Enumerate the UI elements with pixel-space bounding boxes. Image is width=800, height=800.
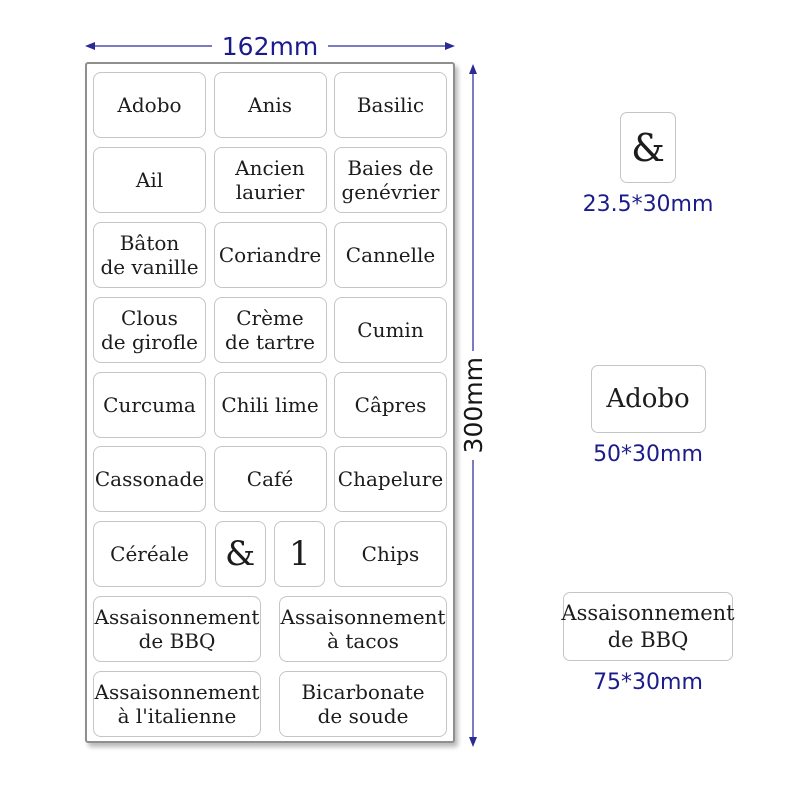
label-cell: Chili lime — [213, 371, 327, 438]
height-dimension: 300mm — [459, 64, 488, 747]
label-cell: & — [214, 521, 266, 588]
label-cell: Coriandre — [213, 221, 327, 288]
sample-size-medium: 50*30mm — [593, 442, 703, 467]
label-cell: Baies de genévrier — [334, 146, 447, 213]
label-cell: Câpres — [334, 371, 447, 438]
label-cell: Céréale — [93, 521, 206, 588]
label-cell: 1 — [274, 521, 326, 588]
sample-label-large: Assaisonnement de BBQ — [561, 592, 735, 661]
sample-label-small: & — [620, 112, 676, 183]
label-cell: Anis — [213, 72, 327, 138]
dimension-line — [472, 74, 474, 352]
size-example-medium: Adobo 50*30mm — [548, 365, 748, 467]
arrow-right-icon — [445, 42, 455, 50]
label-cell: Café — [213, 446, 327, 513]
label-cell: Cassonade — [93, 446, 206, 513]
arrow-up-icon — [469, 64, 477, 74]
label-cell: Basilic — [334, 72, 447, 138]
label-cell: Assaisonnement de BBQ — [93, 596, 261, 663]
label-cell: Chips — [333, 521, 447, 588]
label-cell: Chapelure — [334, 446, 447, 513]
label-cell: Bâton de vanille — [93, 221, 206, 288]
dimension-line — [95, 45, 212, 47]
sheet-width-label: 162mm — [221, 31, 319, 61]
label-cell: Assaisonnement à tacos — [279, 596, 447, 663]
label-cell: Cumin — [334, 296, 447, 363]
dimension-line — [472, 459, 474, 737]
label-cell: Ail — [93, 146, 206, 213]
dimension-line — [328, 45, 445, 47]
label-row: Assaisonnement de BBQ Assaisonnement à ta… — [93, 596, 447, 663]
size-example-small: & 23.5*30mm — [548, 112, 748, 217]
sample-size-large: 75*30mm — [593, 670, 703, 695]
arrow-down-icon — [469, 737, 477, 747]
label-cell: Adobo — [93, 72, 206, 138]
width-dimension: 162mm — [85, 32, 455, 61]
label-cell: Bicarbonate de soude — [279, 671, 447, 737]
sheet-height-label: 300mm — [458, 357, 488, 454]
label-cell: Cannelle — [334, 221, 447, 288]
label-row: Assaisonnement à l'italienne Bicarbonate … — [93, 671, 447, 737]
label-cell: Curcuma — [93, 371, 206, 438]
arrow-left-icon — [85, 42, 95, 50]
label-cell: Assaisonnement à l'italienne — [93, 671, 261, 737]
label-cell: Clous de girofle — [93, 296, 206, 363]
sample-size-small: 23.5*30mm — [582, 192, 714, 217]
label-cell: Crème de tartre — [213, 296, 327, 363]
sample-label-medium: Adobo — [590, 365, 706, 433]
size-example-large: Assaisonnement de BBQ 75*30mm — [548, 592, 748, 695]
label-cell: Ancien laurier — [213, 146, 327, 213]
